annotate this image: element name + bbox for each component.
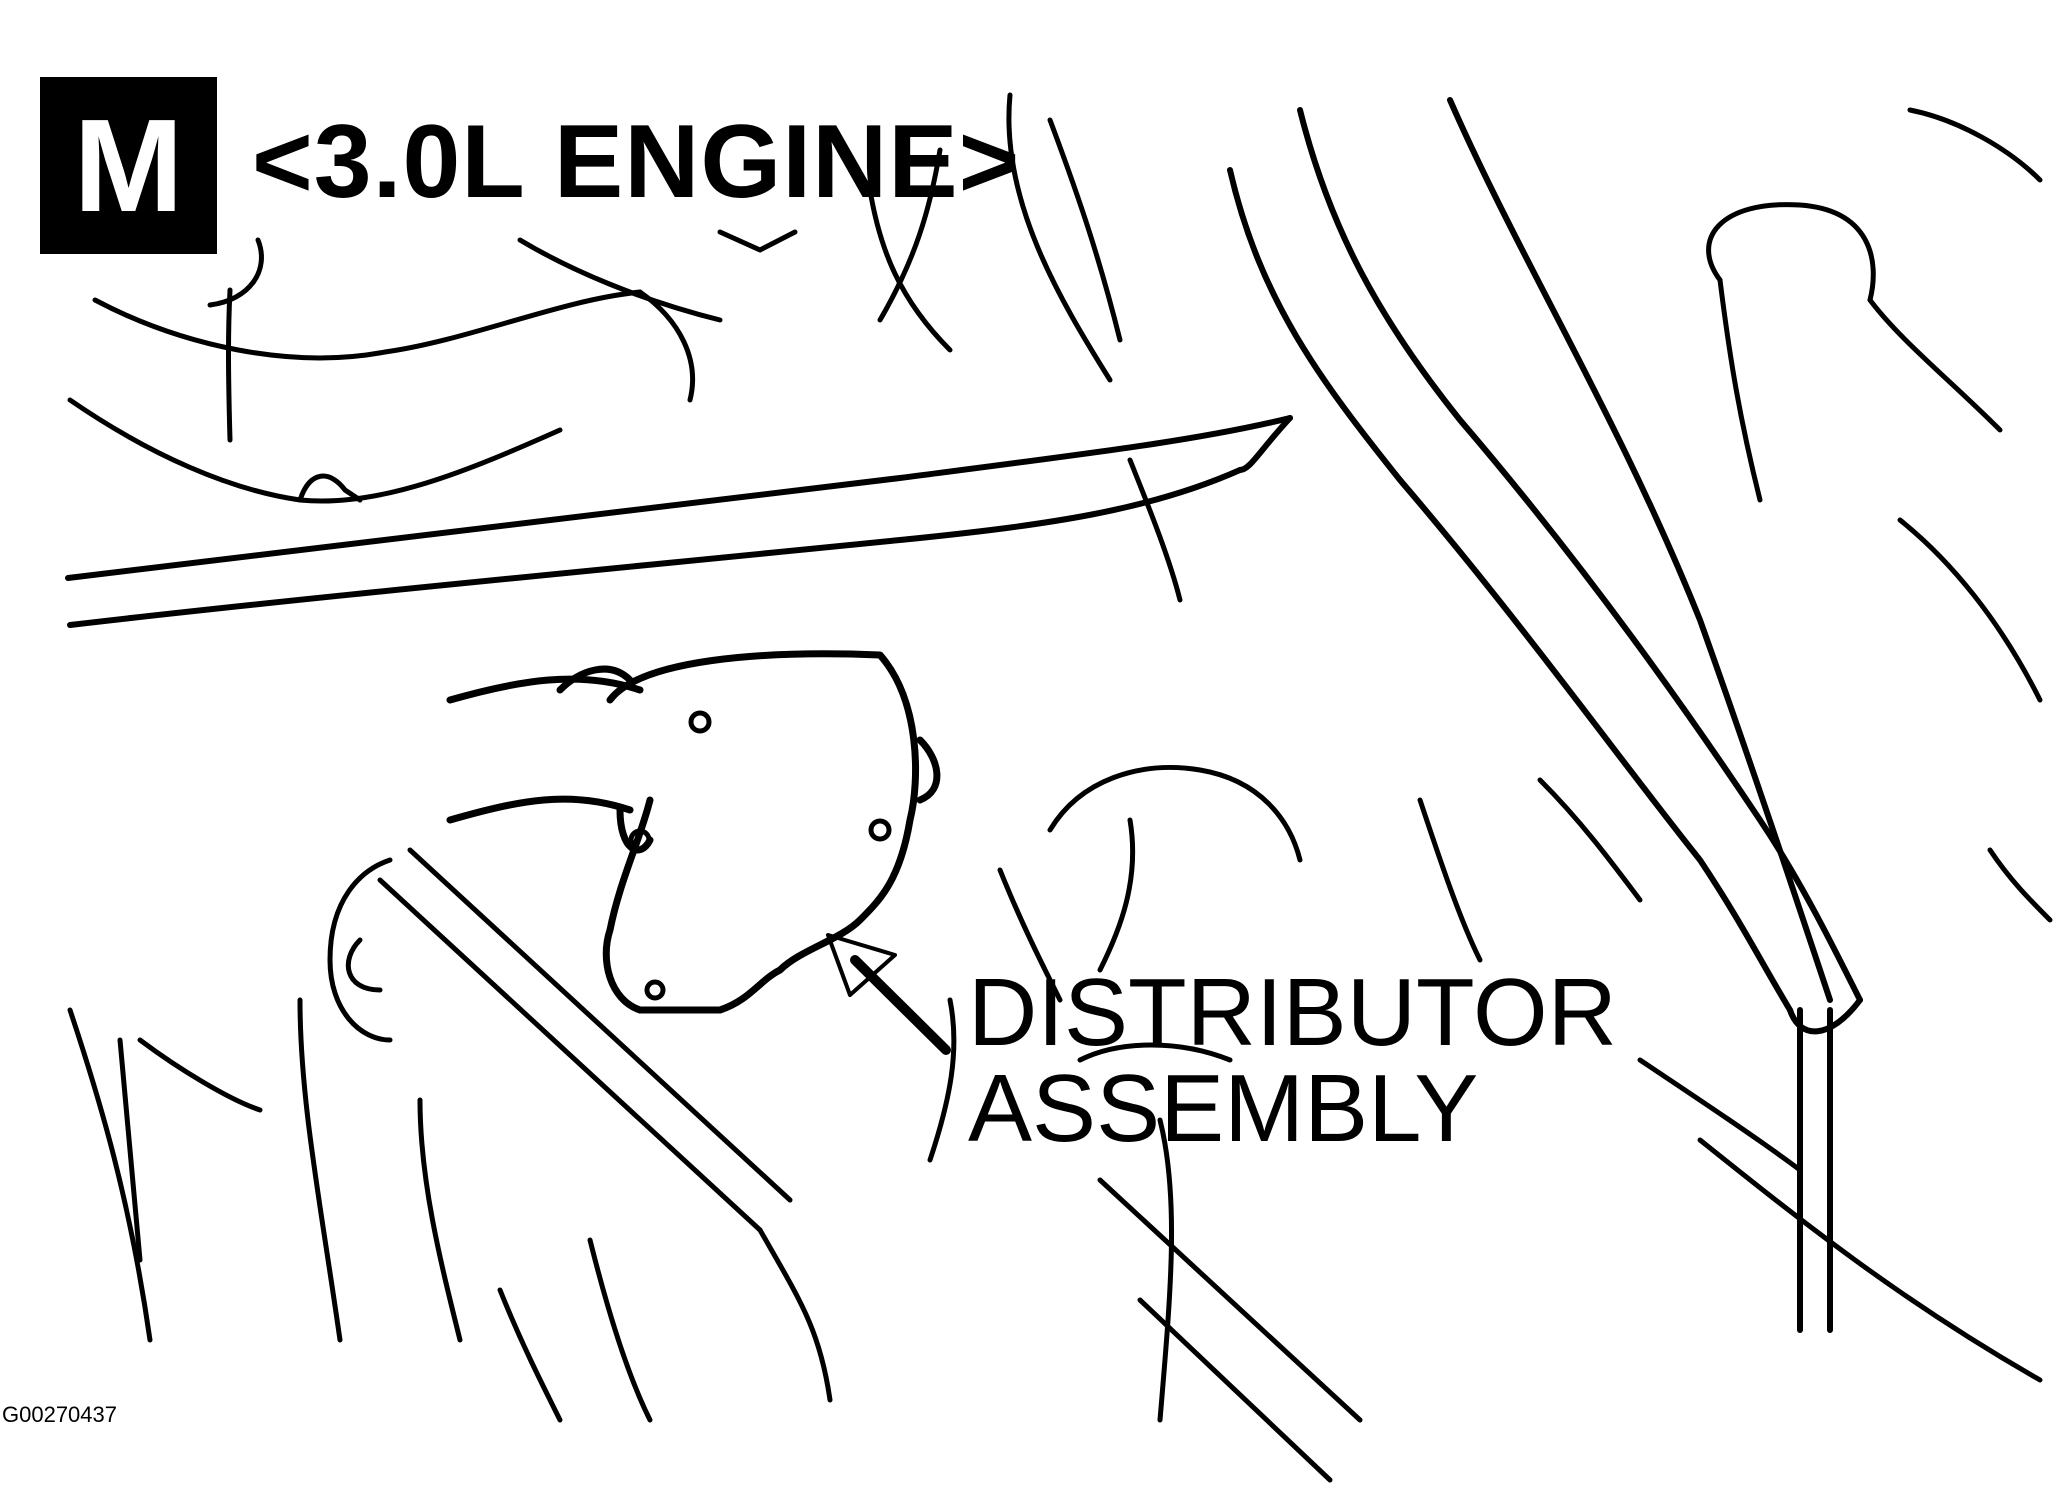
- center-lower-mechanism: [927, 765, 2043, 1483]
- right-round-component: [1706, 107, 2053, 923]
- callout-line-2: ASSEMBLY: [968, 1055, 1479, 1162]
- distributor-callout-arrow: [826, 933, 951, 1055]
- main-cross-hose: [65, 415, 1293, 628]
- distributor-assembly-callout: DISTRIBUTOR ASSEMBLY: [968, 965, 1617, 1157]
- figure-code: G00270437: [2, 1402, 117, 1427]
- distributor-body: [446, 650, 941, 1014]
- engine-heading: <3.0L ENGINE>: [252, 104, 1021, 220]
- callout-line-1: DISTRIBUTOR: [968, 959, 1617, 1066]
- section-badge: M: [40, 77, 217, 254]
- lower-left-housings: [67, 847, 833, 1423]
- upper-left-hoses: [67, 92, 1183, 603]
- section-badge-letter: M: [73, 91, 184, 239]
- distributor-bolts: [628, 710, 892, 1001]
